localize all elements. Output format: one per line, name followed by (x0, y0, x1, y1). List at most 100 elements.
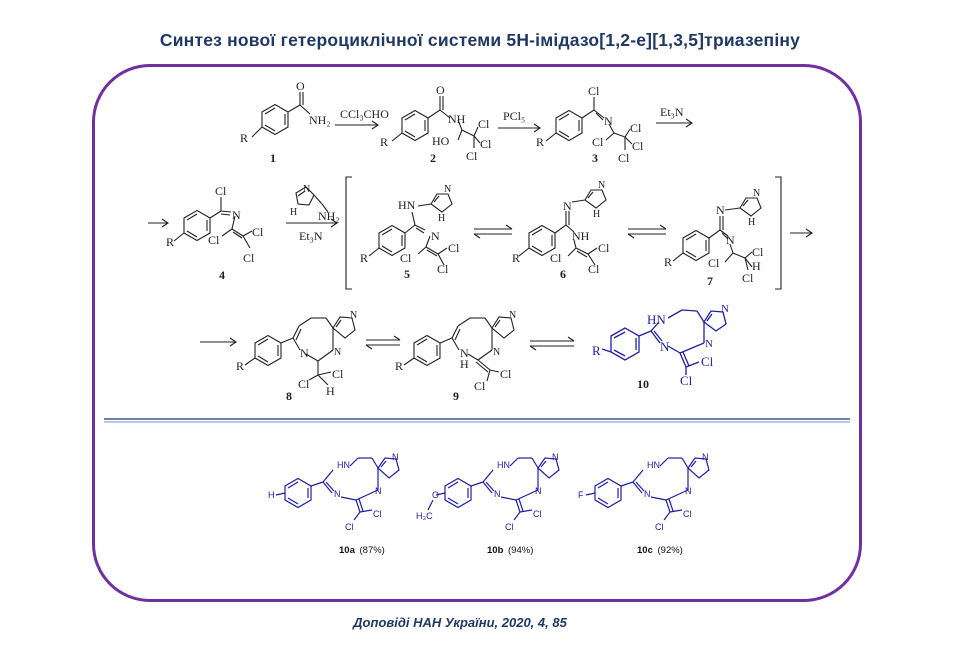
atom-label-o: O (436, 83, 445, 97)
atom-label-h: H (593, 209, 600, 220)
compound-number-3: 3 (592, 151, 598, 165)
atom-label-r: R (240, 131, 248, 145)
atom-label-n: N (460, 346, 469, 360)
atom-label-n: N (552, 452, 559, 462)
atom-label-n: N (563, 199, 572, 213)
atom-label-cl: Cl (332, 367, 344, 381)
atom-label-cl: Cl (345, 522, 354, 532)
compound-number-4: 4 (219, 268, 225, 282)
product-10a-yield: (87%) (360, 545, 385, 556)
atom-label-n: N (702, 452, 709, 462)
atom-label-h: H (748, 217, 755, 228)
atom-label-cl: Cl (533, 509, 542, 519)
atom-label-r: R (592, 343, 601, 358)
compound-6-structure (518, 189, 607, 266)
reagent-et3n: Et₃N (660, 105, 684, 119)
atom-label-cl: Cl (550, 251, 562, 265)
compound-7-structure (672, 197, 762, 271)
compound-number-1: 1 (270, 151, 276, 165)
atom-label-cl: Cl (215, 184, 227, 198)
bracket-left (345, 176, 352, 290)
compound-3-structure (545, 97, 633, 150)
atom-label-n: N (685, 486, 692, 496)
atom-label-n: N (753, 188, 760, 199)
atom-label-n: N (493, 347, 500, 358)
atom-label-n: N (598, 180, 605, 191)
product-10c-caption: 10c (92%) (637, 545, 683, 556)
compound-number-10: 10 (637, 377, 649, 391)
product-10b-structure (427, 457, 560, 521)
compound-5-structure (368, 193, 453, 266)
aminomethylimidazole-reagent (295, 186, 329, 213)
atom-label-n: N (604, 114, 613, 128)
atom-label-cl: Cl (298, 377, 310, 391)
atom-label-cl: Cl (630, 121, 642, 135)
equilibrium-arrow-6-7 (627, 224, 667, 239)
atom-label-n: N (334, 347, 341, 358)
substituent-o: O (432, 490, 439, 500)
atom-label-n: N (300, 346, 309, 360)
bracket-right (775, 176, 782, 290)
atom-label-r: R (664, 255, 672, 269)
atom-label-cl: Cl (680, 373, 693, 388)
compound-10-structure (601, 309, 727, 375)
atom-label-cl: Cl (466, 149, 478, 163)
equilibrium-arrow-8-9 (365, 335, 401, 350)
atom-label-r: R (395, 359, 403, 373)
atom-label-cl: Cl (632, 139, 644, 153)
atom-label-cl: Cl (752, 245, 764, 259)
atom-label-n: N (444, 184, 451, 195)
compound-number-7: 7 (707, 274, 713, 288)
substituent-f: F (578, 490, 584, 500)
atom-label-h: H (326, 384, 335, 398)
equilibrium-arrow-9-10 (529, 336, 575, 351)
product-10b-id: 10b (487, 545, 504, 556)
compound-9-structure (403, 316, 515, 382)
atom-label-o: O (296, 79, 305, 93)
compound-number-8: 8 (286, 389, 292, 403)
compound-2-structure (391, 96, 481, 148)
product-10a-structure (275, 457, 400, 521)
atom-label-cl: Cl (598, 241, 610, 255)
atom-label-n: N (350, 310, 357, 321)
atom-label-cl: Cl (243, 251, 255, 265)
atom-label-cl: Cl (588, 262, 600, 276)
atom-label-ho: HO (432, 134, 450, 148)
product-10c-structure (585, 457, 710, 521)
atom-label-n: N (535, 486, 542, 496)
atom-label-nh: NH (572, 229, 590, 243)
reagent-nh2: NH₂ (318, 209, 340, 223)
atom-label-h: H (290, 207, 297, 218)
atom-label-cl: Cl (618, 151, 630, 165)
atom-label-hn: HN (647, 312, 666, 327)
equilibrium-arrow-5-6 (473, 224, 513, 239)
atom-label-nh2: NH₂ (309, 113, 331, 127)
atom-label-r: R (360, 251, 368, 265)
atom-label-hn: HN (337, 460, 350, 470)
atom-label-cl: Cl (655, 522, 664, 532)
atom-label-n: N (431, 229, 440, 243)
compound-number-9: 9 (453, 389, 459, 403)
compound-number-6: 6 (560, 267, 566, 281)
atom-label-cl: Cl (701, 354, 714, 369)
atom-label-cl: Cl (437, 262, 449, 276)
atom-label-cl: Cl (480, 137, 492, 151)
reagent-pcl5: PCl₅ (503, 109, 525, 123)
atom-label-cl: Cl (708, 256, 720, 270)
product-10c-yield: (92%) (658, 545, 683, 556)
atom-label-r: R (166, 235, 174, 249)
atom-label-cl: Cl (474, 379, 486, 393)
slide-title: Синтез нової гетероциклічної системи 5H-… (159, 30, 801, 50)
atom-label-cl: Cl (400, 251, 412, 265)
atom-label-cl: Cl (683, 509, 692, 519)
atom-label-n: N (509, 310, 516, 321)
compound-number-5: 5 (404, 267, 410, 281)
atom-label-n: N (705, 338, 713, 350)
atom-label-h: H (438, 213, 445, 224)
product-10a-id: 10a (339, 545, 356, 556)
compound-number-2: 2 (430, 151, 436, 165)
atom-label-n: N (726, 233, 735, 247)
product-10b-yield: (94%) (508, 545, 533, 556)
reagent-ccl3cho: CCl₃CHO (340, 107, 389, 121)
